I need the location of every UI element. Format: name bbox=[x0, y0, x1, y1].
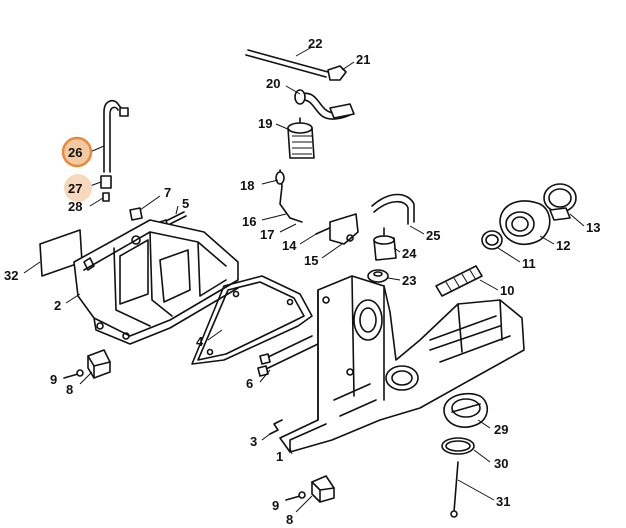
part-24-fitting[interactable] bbox=[373, 227, 397, 261]
callout-22[interactable]: 22 bbox=[308, 36, 322, 51]
part-1-main-frame[interactable] bbox=[279, 275, 525, 453]
part-8-block-bottom[interactable] bbox=[311, 475, 335, 503]
part-19-fuel-filter[interactable] bbox=[287, 117, 315, 159]
part-30-o-ring[interactable] bbox=[441, 437, 475, 455]
callout-5[interactable]: 5 bbox=[182, 196, 189, 211]
callout-14[interactable]: 14 bbox=[282, 238, 297, 253]
callout-29[interactable]: 29 bbox=[494, 422, 508, 437]
part-14-throttle-link[interactable] bbox=[315, 213, 359, 245]
part-21-elbow-fitting[interactable] bbox=[327, 65, 347, 81]
callout-1[interactable]: 1 bbox=[276, 449, 283, 464]
callout-6[interactable]: 6 bbox=[246, 376, 253, 391]
callout-4[interactable]: 4 bbox=[196, 334, 204, 349]
part-2-tank-housing[interactable] bbox=[73, 219, 239, 345]
part-16-control-rod[interactable] bbox=[275, 169, 303, 223]
callout-19[interactable]: 19 bbox=[258, 116, 272, 131]
part-25-impulse-hose[interactable] bbox=[371, 193, 415, 225]
part-9-screw-left[interactable] bbox=[63, 369, 84, 379]
part-6-long-screws[interactable] bbox=[257, 335, 319, 377]
callout-16[interactable]: 16 bbox=[242, 214, 256, 229]
part-9-screw-bottom[interactable] bbox=[285, 491, 306, 501]
callout-31[interactable]: 31 bbox=[496, 494, 510, 509]
part-29-fuel-cap[interactable] bbox=[443, 392, 489, 428]
part-23-grommet[interactable] bbox=[367, 269, 389, 283]
callout-25[interactable]: 25 bbox=[426, 228, 440, 243]
callout-13[interactable]: 13 bbox=[586, 220, 600, 235]
part-12-intake-boot[interactable] bbox=[499, 200, 551, 246]
callout-21[interactable]: 21 bbox=[356, 52, 370, 67]
callout-26[interactable]: 26 bbox=[68, 145, 82, 160]
callout-17[interactable]: 17 bbox=[260, 227, 274, 242]
highlight-26 bbox=[61, 136, 93, 168]
part-31-retainer-rod[interactable] bbox=[450, 461, 459, 518]
part-7-bushing[interactable] bbox=[129, 207, 143, 221]
part-4-gasket[interactable] bbox=[191, 275, 313, 365]
callout-11[interactable]: 11 bbox=[522, 256, 536, 271]
callout-18[interactable]: 18 bbox=[240, 178, 254, 193]
callout-labels: 22 21 20 19 26 27 28 7 5 32 2 4 6 18 16 … bbox=[4, 36, 600, 527]
callout-2[interactable]: 2 bbox=[54, 298, 61, 313]
callout-24[interactable]: 24 bbox=[402, 246, 417, 261]
part-26-pickup-tube[interactable] bbox=[103, 99, 129, 173]
callout-28[interactable]: 28 bbox=[68, 199, 82, 214]
part-11-ring[interactable] bbox=[481, 230, 503, 250]
part-8-block-left[interactable] bbox=[87, 349, 111, 379]
leader-lines bbox=[23, 46, 585, 513]
part-22-fuel-line[interactable] bbox=[245, 49, 329, 78]
part-27-grommet[interactable] bbox=[100, 175, 112, 189]
callout-8-bottom[interactable]: 8 bbox=[286, 512, 293, 527]
callout-8-left[interactable]: 8 bbox=[66, 382, 73, 397]
callout-15[interactable]: 15 bbox=[304, 253, 318, 268]
callout-23[interactable]: 23 bbox=[402, 273, 416, 288]
callout-12[interactable]: 12 bbox=[556, 238, 570, 253]
part-10-threaded-bolt[interactable] bbox=[435, 265, 483, 297]
part-3-screw[interactable] bbox=[269, 419, 283, 435]
callout-10[interactable]: 10 bbox=[500, 283, 514, 298]
callout-9-bottom[interactable]: 9 bbox=[272, 498, 279, 513]
part-28-plug[interactable] bbox=[102, 192, 110, 202]
callout-30[interactable]: 30 bbox=[494, 456, 508, 471]
callout-3[interactable]: 3 bbox=[250, 434, 257, 449]
callout-27[interactable]: 27 bbox=[68, 181, 82, 196]
part-13-hose-clamp[interactable] bbox=[543, 183, 577, 221]
callout-20[interactable]: 20 bbox=[266, 76, 280, 91]
part-20-fuel-hose[interactable] bbox=[294, 89, 355, 120]
callout-32[interactable]: 32 bbox=[4, 268, 18, 283]
callout-7[interactable]: 7 bbox=[164, 185, 171, 200]
highlight-27 bbox=[64, 174, 92, 202]
callout-9-left[interactable]: 9 bbox=[50, 372, 57, 387]
